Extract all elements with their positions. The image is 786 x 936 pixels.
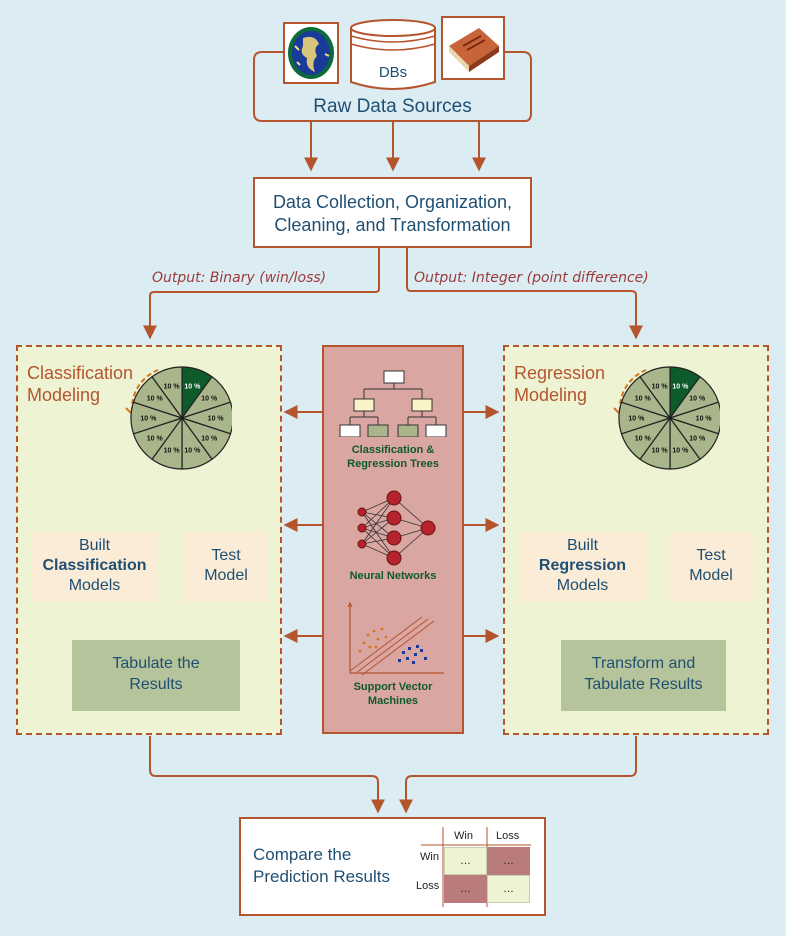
result-line1: Transform and xyxy=(591,655,696,672)
transform-results-box: Transform and Tabulate Results xyxy=(561,640,726,711)
pie-slice-label: 10 % xyxy=(184,448,201,455)
row-header-win: Win xyxy=(420,851,439,863)
cv-pie-regression: 10 %10 %10 %10 %10 %10 %10 %10 %10 %10 % xyxy=(613,366,720,470)
svm-label-line2: Machines xyxy=(367,695,419,707)
built-line1: Built xyxy=(78,537,111,554)
test-regression-box: Test Model xyxy=(669,532,753,602)
classification-title-line2: Modeling xyxy=(27,385,101,405)
pie-slice-label: 10 % xyxy=(147,396,164,403)
decision-tree-icon xyxy=(339,370,447,437)
nn-label: Neural Networks xyxy=(349,570,437,582)
built-line2: Regression xyxy=(538,557,627,574)
test-line2: Model xyxy=(204,567,248,584)
pie-slice-label: 10 % xyxy=(672,383,689,390)
compare-line2: Prediction Results xyxy=(253,867,391,886)
collection-line1: Data Collection, Organization, xyxy=(272,192,513,212)
pie-slice-label: 10 % xyxy=(689,435,706,442)
pie-slice-label: 10 % xyxy=(628,416,645,423)
pie-slice xyxy=(151,366,183,420)
neural-network-icon xyxy=(357,490,436,566)
pie-slice-label: 10 % xyxy=(696,416,713,423)
db-label: DBs xyxy=(378,64,408,81)
built-classification-box: Built Classification Models xyxy=(31,532,158,602)
compare-line1: Compare the xyxy=(253,845,352,864)
arrow-output-binary xyxy=(143,248,380,340)
test-line1: Test xyxy=(211,547,241,564)
pie-slice-label: 10 % xyxy=(635,435,652,442)
result-line2: Tabulate Results xyxy=(584,676,703,693)
pie-slice-label: 10 % xyxy=(208,416,225,423)
result-line1: Tabulate the xyxy=(112,655,200,672)
test-classification-box: Test Model xyxy=(184,532,268,602)
pie-slice-label: 10 % xyxy=(652,448,669,455)
pie-slice-label: 10 % xyxy=(164,448,181,455)
svm-scatter-icon xyxy=(347,601,444,676)
database-icon: DBs xyxy=(349,18,437,92)
built-line3: Models xyxy=(68,577,121,594)
pie-slice-label: 10 % xyxy=(635,396,652,403)
matrix-cell-win-win: … xyxy=(444,847,487,875)
pie-slice-label: 10 % xyxy=(164,383,181,390)
output-integer-label: Output: Integer (point difference) xyxy=(414,270,649,286)
compare-box: Compare the Prediction Results Win Loss … xyxy=(239,817,546,916)
built-line1: Built xyxy=(566,537,599,554)
pie-slice xyxy=(639,366,671,420)
pie-slice-label: 10 % xyxy=(652,383,669,390)
pie-slice-label: 10 % xyxy=(147,435,164,442)
pie-slices: 10 %10 %10 %10 %10 %10 %10 %10 %10 %10 % xyxy=(130,366,232,470)
tabulate-results-box: Tabulate the Results xyxy=(72,640,240,711)
row-header-loss: Loss xyxy=(416,880,440,892)
test-line1: Test xyxy=(696,547,726,564)
pie-slices: 10 %10 %10 %10 %10 %10 %10 %10 %10 %10 % xyxy=(618,366,720,470)
pie-slice-label: 10 % xyxy=(672,448,689,455)
globe-source-icon xyxy=(283,22,339,84)
pie-slice-label: 10 % xyxy=(184,383,201,390)
data-collection-box: Data Collection, Organization, Cleaning,… xyxy=(253,177,532,248)
pie-slice-label: 10 % xyxy=(689,396,706,403)
book-source-icon xyxy=(441,16,505,80)
arrow-reg-compare xyxy=(399,736,637,814)
built-line3: Models xyxy=(556,577,609,594)
matrix-cell-win-loss: … xyxy=(487,847,530,875)
output-binary-label: Output: Binary (win/loss) xyxy=(152,270,327,286)
matrix-cell-loss-win: … xyxy=(444,875,487,903)
cv-pie-classification: 10 %10 %10 %10 %10 %10 %10 %10 %10 %10 % xyxy=(125,366,232,470)
regression-title-line2: Modeling xyxy=(514,385,588,405)
trees-label-line2: Regression Trees xyxy=(347,458,439,470)
classification-title-line1: Classification xyxy=(27,363,134,383)
built-line2: Classification xyxy=(42,557,147,574)
col-header-win: Win xyxy=(454,830,473,842)
methods-panel: Classification & Regression Trees Neural… xyxy=(322,345,464,734)
pie-slice-label: 10 % xyxy=(201,435,218,442)
raw-sources-title: Raw Data Sources xyxy=(313,96,472,117)
pie-slice-label: 10 % xyxy=(201,396,218,403)
col-header-loss: Loss xyxy=(496,830,520,842)
test-line2: Model xyxy=(689,567,733,584)
built-regression-box: Built Regression Models xyxy=(519,532,646,602)
arrow-output-integer xyxy=(406,248,643,340)
svm-label-line1: Support Vector xyxy=(353,681,433,693)
pie-slice-label: 10 % xyxy=(140,416,157,423)
trees-label-line1: Classification & xyxy=(351,444,435,456)
collection-line2: Cleaning, and Transformation xyxy=(274,215,511,235)
matrix-cell-loss-loss: … xyxy=(487,875,530,903)
regression-title-line1: Regression xyxy=(514,363,606,383)
arrow-cls-compare xyxy=(149,736,385,814)
result-line2: Results xyxy=(129,676,183,693)
